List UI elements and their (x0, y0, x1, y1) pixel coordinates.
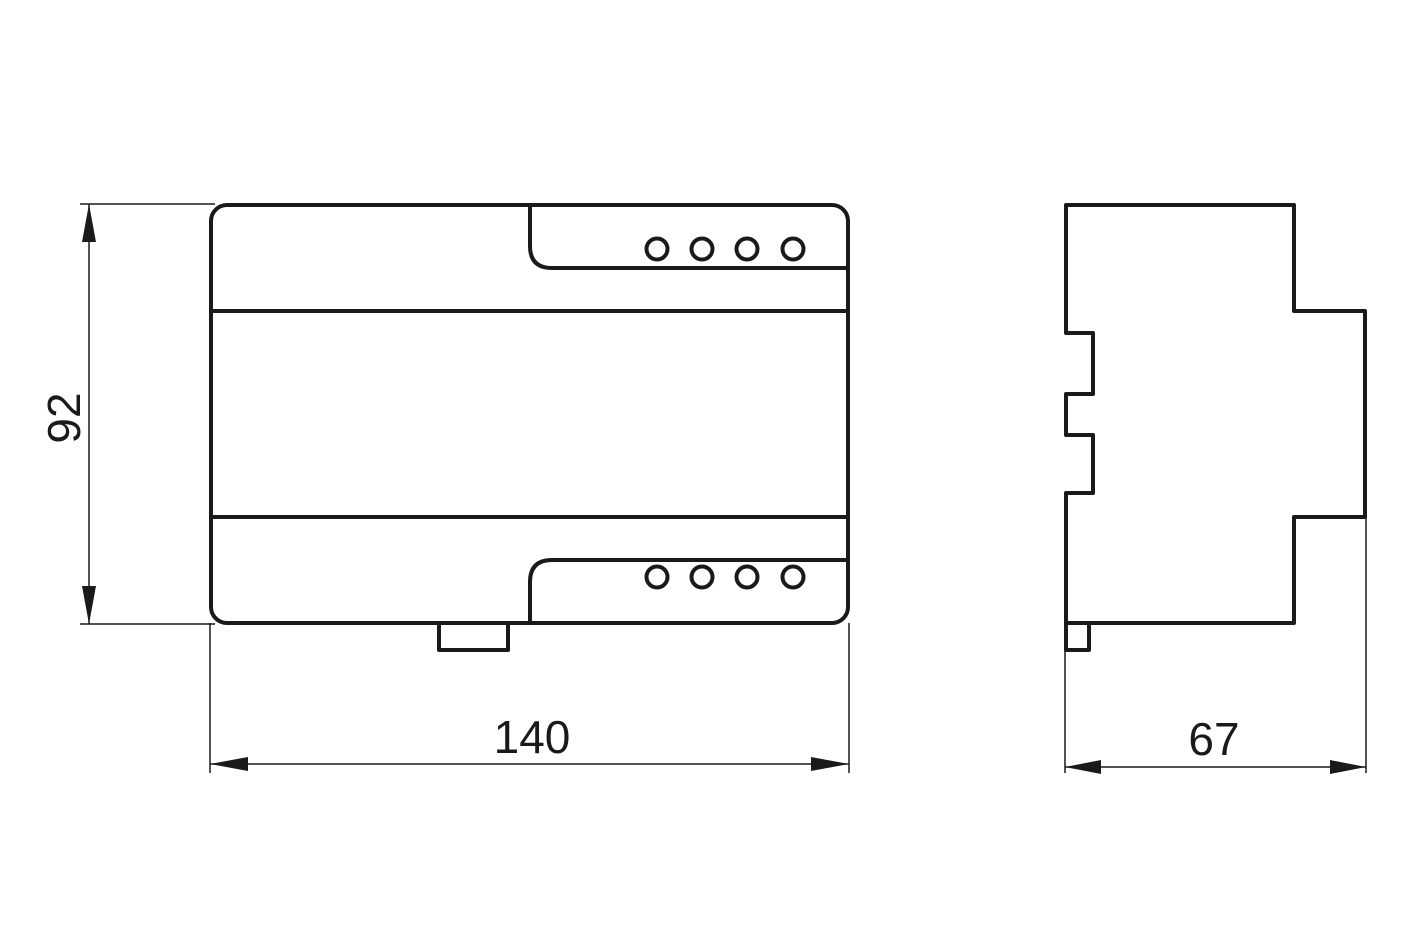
arrow-up-icon (82, 204, 96, 242)
width-label: 140 (494, 711, 571, 763)
arrow-left-icon (1065, 760, 1101, 774)
front-top-terminal-recess (528, 205, 848, 270)
depth-dimension: 67 (1064, 517, 1367, 774)
front-din-clip (437, 623, 510, 652)
height-dimension: 92 (38, 203, 215, 625)
terminal-screw-icon (780, 236, 806, 262)
terminal-screw-icon (734, 236, 760, 262)
side-view (1064, 203, 1367, 652)
bottom-terminal-row (644, 564, 806, 590)
terminal-screw-icon (780, 564, 806, 590)
front-bottom-terminal-recess (528, 558, 848, 623)
terminal-screw-icon (644, 564, 670, 590)
terminal-screw-icon (734, 564, 760, 590)
side-profile-outline (1064, 203, 1367, 625)
terminal-screw-icon (689, 564, 715, 590)
arrow-left-icon (210, 757, 248, 771)
terminal-screw-icon (689, 236, 715, 262)
top-terminal-row (644, 236, 806, 262)
height-label: 92 (38, 392, 90, 443)
arrow-right-icon (811, 757, 849, 771)
arrow-down-icon (82, 586, 96, 624)
terminal-screw-icon (644, 236, 670, 262)
arrow-right-icon (1330, 760, 1366, 774)
front-view (209, 203, 850, 652)
width-dimension: 140 (209, 623, 850, 773)
depth-label: 67 (1188, 713, 1239, 765)
side-din-clip (1064, 623, 1091, 652)
